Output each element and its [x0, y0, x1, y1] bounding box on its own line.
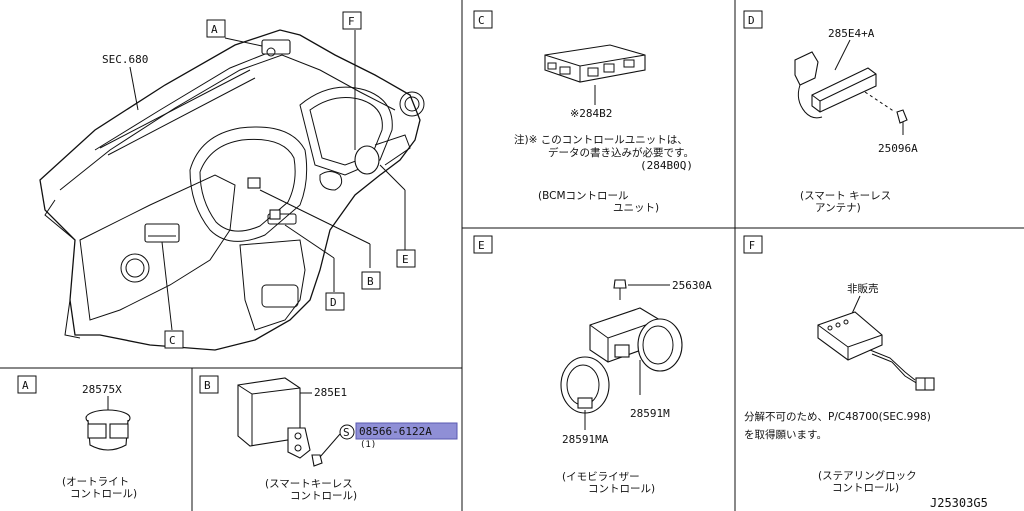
svg-text:D: D	[330, 296, 337, 309]
svg-text:C: C	[169, 334, 176, 347]
panel-a: A 28575X (オートライト コントロール)	[17, 375, 137, 500]
svg-text:F: F	[348, 15, 355, 28]
panel-f-letter: F	[749, 240, 755, 252]
callout-d-main[interactable]: D	[325, 292, 345, 311]
part-no-285e1: 285E1	[314, 386, 347, 399]
panel-b-letter: B	[204, 379, 211, 392]
note-f-2: を取得願います。	[744, 429, 827, 441]
panel-c: C ※284B2 注)※ このコントロールユニットは、 データの書き込みが必要で…	[473, 10, 694, 214]
screw-highlight	[355, 422, 458, 440]
note-c-2: データの書き込みが必要です。	[548, 146, 694, 159]
panel-e-letter: E	[478, 239, 485, 252]
note-c-3: (284B0Q)	[640, 159, 693, 172]
sec-reference: SEC.680	[102, 53, 148, 66]
caption-c-2: ユニット)	[613, 202, 659, 214]
caption-a-1: (オートライト	[62, 476, 129, 488]
part-no-28591ma: 28591MA	[562, 433, 609, 446]
caption-f-1: (ステアリングロック	[818, 469, 917, 482]
screw-no-08566-6122a: 08566-6122A	[359, 425, 432, 438]
caption-e-2: コントロール)	[588, 483, 655, 495]
callout-a-main[interactable]: A	[206, 19, 226, 38]
caption-c-1: (BCMコントロール	[538, 190, 629, 202]
caption-d-1: (スマート キーレス	[800, 190, 891, 202]
part-no-285e4a: 285E4+A	[828, 27, 875, 40]
panel-d-letter: D	[748, 14, 755, 27]
panel-e: E 25630A 28591M 28591MA (イモビライザー コントロール)	[473, 235, 712, 495]
caption-b-2: コントロール)	[290, 490, 357, 502]
svg-text:A: A	[211, 23, 218, 36]
callout-b-main[interactable]: B	[361, 271, 381, 290]
panel-a-letter: A	[22, 379, 29, 392]
part-no-25630a: 25630A	[672, 279, 712, 292]
screw-symbol: S	[343, 426, 350, 439]
screw-qty: (1)	[360, 440, 376, 450]
part-no-28575x: 28575X	[82, 383, 122, 396]
svg-text:E: E	[402, 253, 409, 266]
panel-b: B 285E1 S 08566-6122A (1) (スマートキーレス コントロ…	[199, 375, 458, 502]
panel-c-letter: C	[478, 14, 485, 27]
caption-b-1: (スマートキーレス	[265, 478, 353, 490]
callout-c-main[interactable]: C	[164, 330, 184, 349]
part-no-28591m: 28591M	[630, 407, 670, 420]
part-no-284b2: ※284B2	[570, 107, 612, 120]
panel-f: F 非販売 分解不可のため、P/C48700(SEC.998) を取得願います。…	[743, 235, 935, 494]
panel-d: D 285E4+A 25096A (スマート キーレス アンテナ)	[743, 10, 918, 214]
part-no-25096a: 25096A	[878, 142, 918, 155]
callout-e-main[interactable]: E	[396, 249, 416, 268]
note-c-1: 注)※ このコントロールユニットは、	[514, 133, 688, 146]
dashboard-illustration	[39, 29, 425, 351]
caption-a-2: コントロール)	[70, 488, 137, 500]
svg-text:B: B	[367, 275, 374, 288]
main-leader-lines	[129, 30, 406, 331]
caption-e-1: (イモビライザー	[562, 471, 640, 483]
caption-f-2: コントロール)	[832, 482, 899, 494]
not-for-sale-label: 非販売	[847, 282, 879, 295]
caption-d-2: アンテナ)	[815, 202, 861, 214]
callout-f-main[interactable]: F	[342, 11, 362, 30]
diagram-id: J25303G5	[930, 496, 988, 510]
note-f-1: 分解不可のため、P/C48700(SEC.998)	[744, 410, 931, 423]
